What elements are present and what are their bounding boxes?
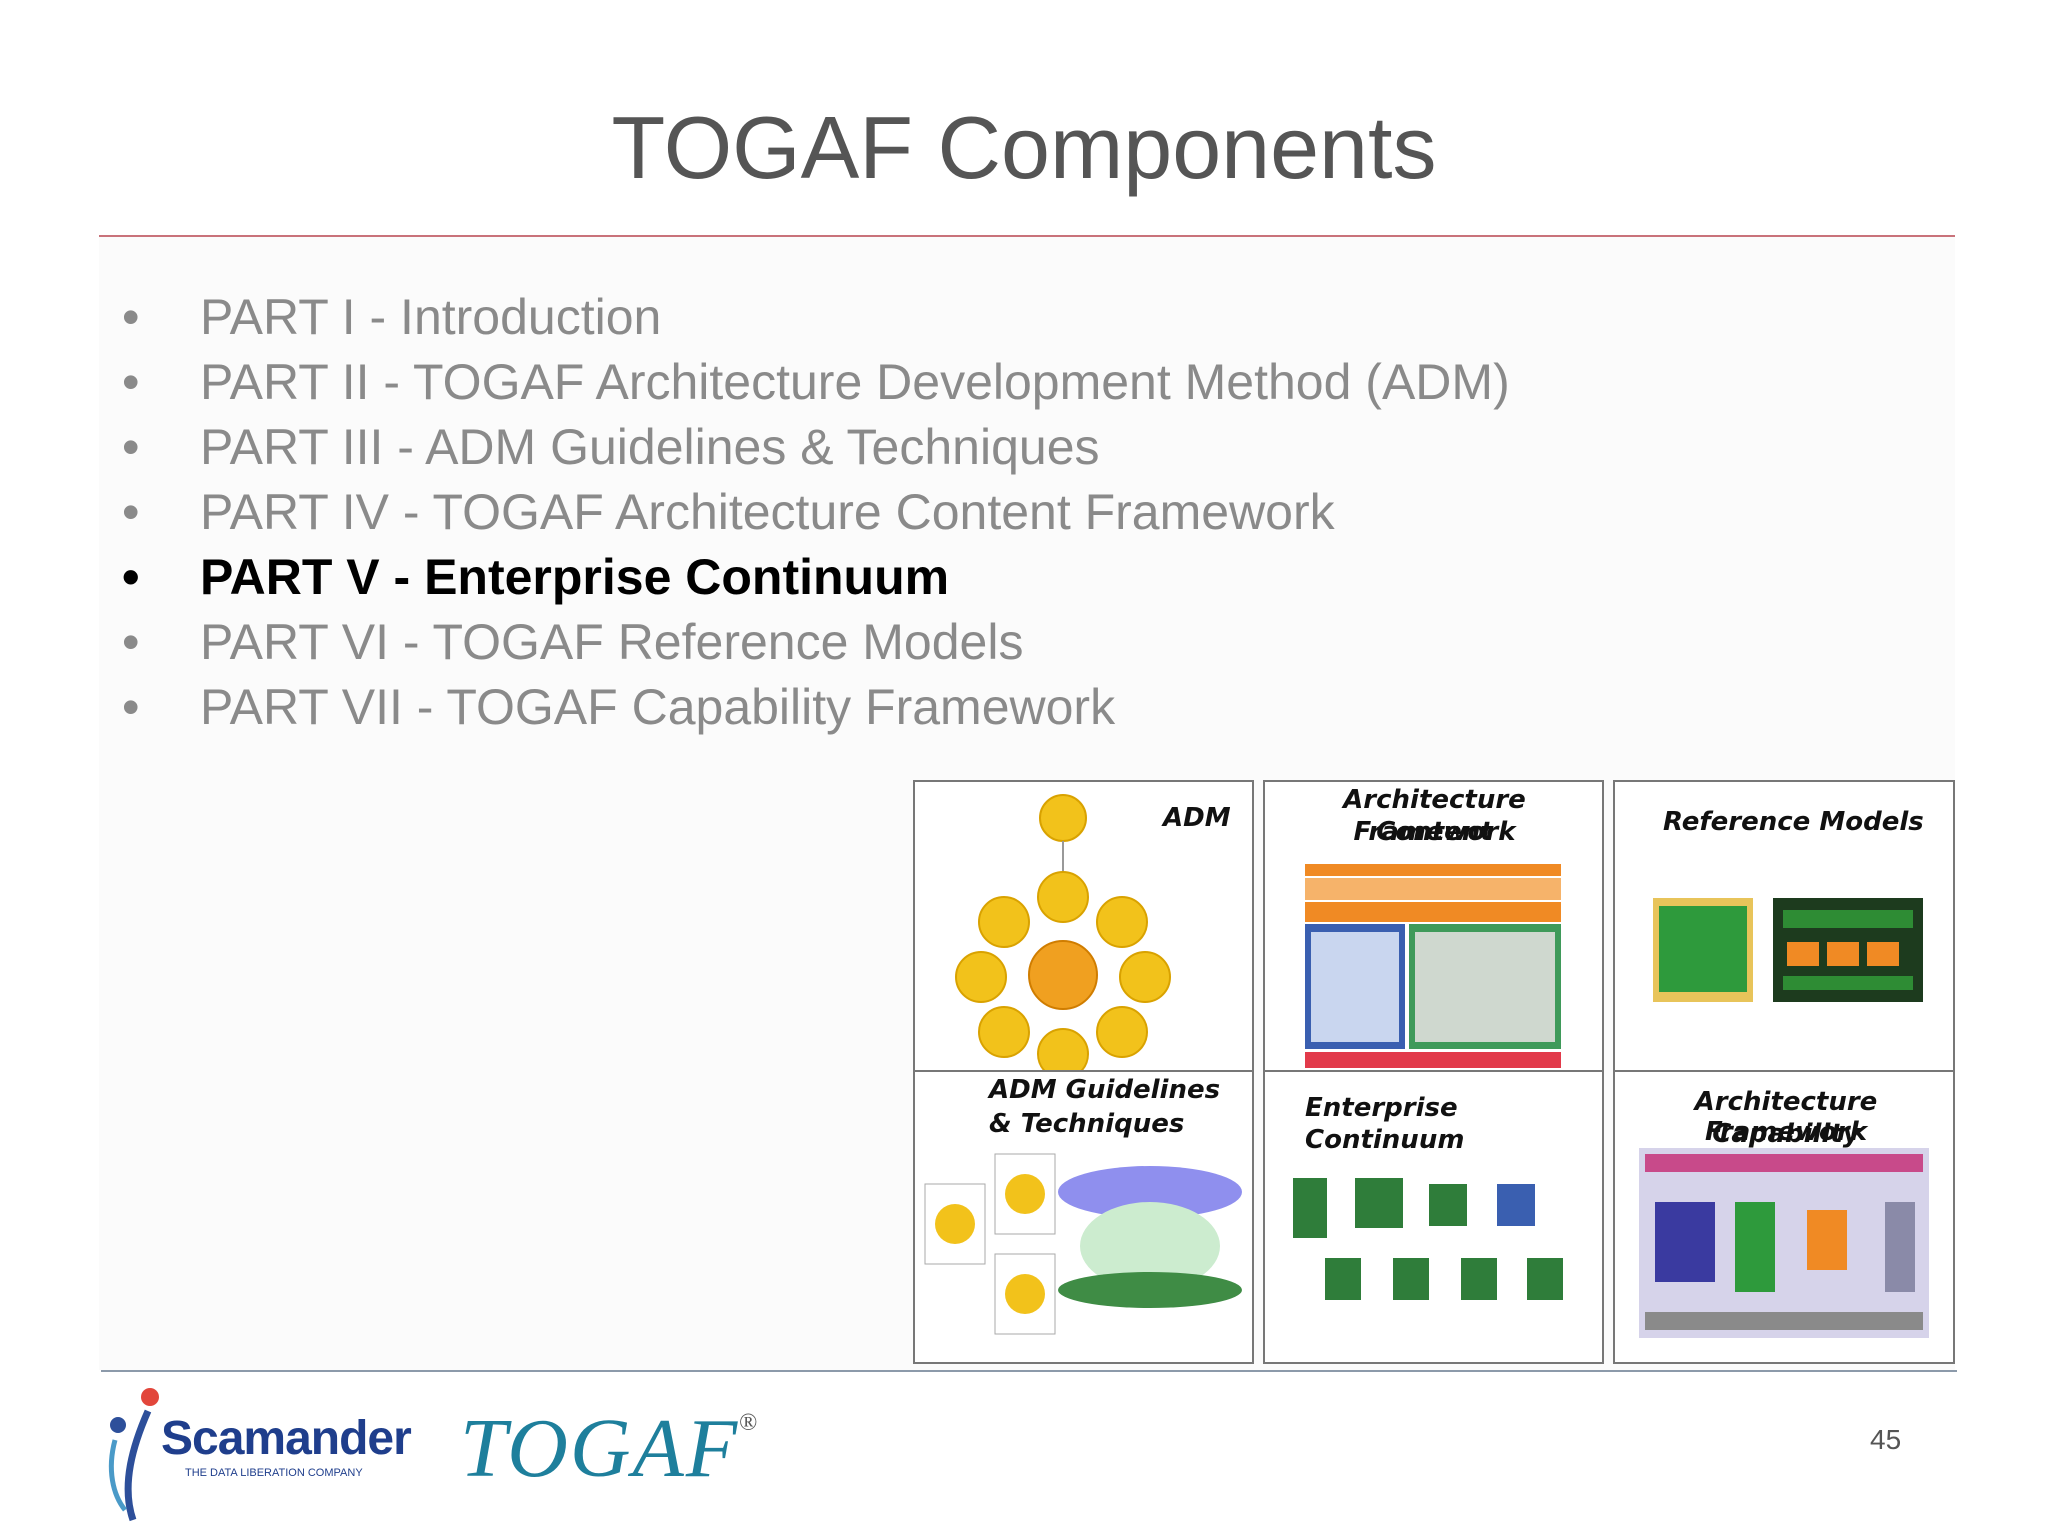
bullet-text: PART II - TOGAF Architecture Development… <box>200 354 1510 410</box>
bullet-marker: • <box>122 354 140 410</box>
bullet-marker: • <box>122 289 140 345</box>
panel-continuum: Enterprise Continuum <box>1263 1070 1604 1364</box>
bullet-text: PART VII - TOGAF Capability Framework <box>200 679 1116 735</box>
components-image-grid: ADM Architecture Content Framework <box>913 780 1955 1364</box>
panel-reference-models-label: Reference Models <box>1663 807 1924 837</box>
bullet-part-7: • PART VII - TOGAF Capability Framework <box>122 675 1510 740</box>
bullet-part-1: • PART I - Introduction <box>122 285 1510 350</box>
bullet-part-4: • PART IV - TOGAF Architecture Content Fr… <box>122 480 1510 545</box>
bullet-marker: • <box>122 419 140 475</box>
bullet-marker: • <box>122 484 140 540</box>
panel-content-framework-label-2: Framework <box>1353 817 1516 847</box>
togaf-logo: TOGAF® <box>460 1400 759 1497</box>
panel-content-framework: Architecture Content Framework <box>1263 780 1604 1073</box>
bullet-part-5: • PART V - Enterprise Continuum <box>122 545 1510 610</box>
bullet-text: PART VI - TOGAF Reference Models <box>200 614 1024 670</box>
bullet-list: • PART I - Introduction • PART II - TOGAF … <box>122 285 1510 740</box>
bullet-text: PART IV - TOGAF Architecture Content Fra… <box>200 484 1335 540</box>
bullet-text: PART I - Introduction <box>200 289 662 345</box>
reference-models-diagram <box>1653 898 1923 1002</box>
adm-cycle-diagram <box>955 794 1171 1071</box>
capability-diagram <box>1639 1148 1929 1338</box>
panel-content-framework-label-1: Architecture Content <box>1343 785 1526 847</box>
panel-adm: ADM <box>913 780 1254 1073</box>
scamander-name: Scamander <box>161 1412 412 1465</box>
scamander-logo: Scamander THE DATA LIBERATION COMPANY <box>103 1385 433 1525</box>
content-framework-diagram <box>1305 864 1561 1068</box>
togaf-registered-mark: ® <box>739 1410 760 1436</box>
bullet-marker: • <box>122 679 140 735</box>
panel-capability-label-1: Architecture Capability <box>1694 1087 1878 1149</box>
slide-title: TOGAF Components <box>611 98 1437 197</box>
bullet-marker: • <box>122 549 140 605</box>
panel-guidelines-label-2: & Techniques <box>989 1109 1185 1139</box>
bullet-part-2: • PART II - TOGAF Architecture Developmen… <box>122 350 1510 415</box>
togaf-wordmark: TOGAF <box>460 1402 740 1495</box>
panel-guidelines-label-1: ADM Guidelines <box>989 1075 1221 1105</box>
scamander-tagline: THE DATA LIBERATION COMPANY <box>185 1467 363 1479</box>
bullet-part-6: • PART VI - TOGAF Reference Models <box>122 610 1510 675</box>
panel-continuum-label: Enterprise Continuum <box>1305 1093 1465 1155</box>
scamander-logo-mark <box>108 1388 159 1522</box>
guidelines-diagram <box>924 1153 1242 1335</box>
panel-capability-label-2: Framework <box>1705 1117 1867 1147</box>
panel-adm-label: ADM <box>1163 803 1231 833</box>
continuum-diagram <box>1293 1178 1563 1300</box>
bullet-text: PART III - ADM Guidelines & Techniques <box>200 419 1100 475</box>
title-divider <box>99 235 1955 237</box>
bullet-text: PART V - Enterprise Continuum <box>200 549 950 605</box>
panel-guidelines: ADM Guidelines & Techniques <box>913 1070 1254 1364</box>
panel-reference-models: Reference Models <box>1613 780 1955 1073</box>
footer-divider <box>101 1370 1957 1372</box>
page-number: 45 <box>1870 1424 1902 1455</box>
panel-capability: Architecture Capability Framework <box>1613 1070 1955 1364</box>
bullet-marker: • <box>122 614 140 670</box>
bullet-part-3: • PART III - ADM Guidelines & Techniques <box>122 415 1510 480</box>
